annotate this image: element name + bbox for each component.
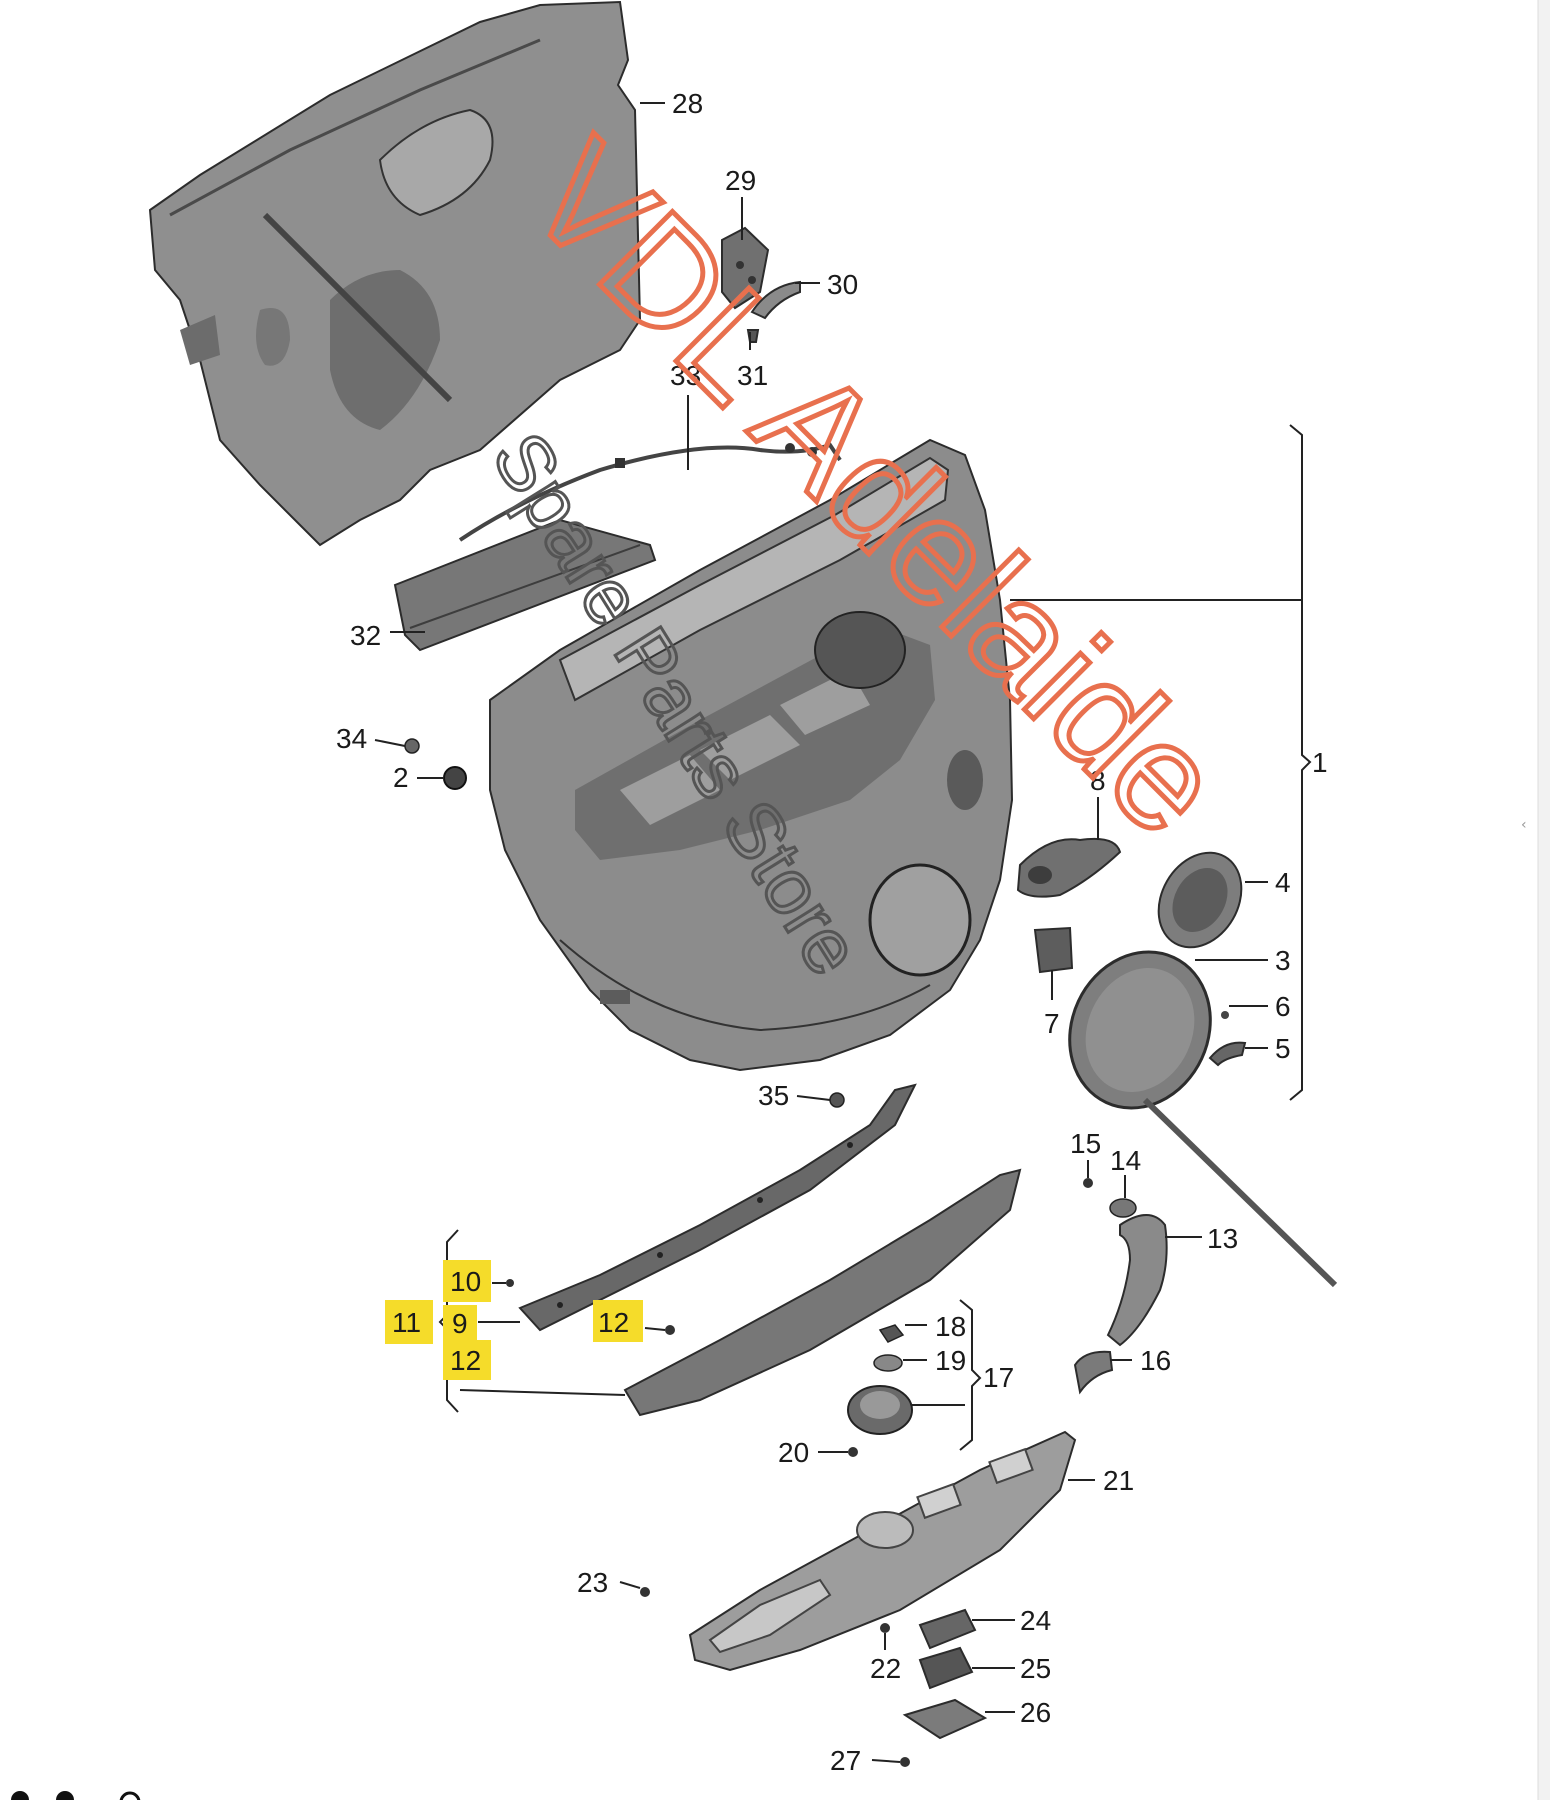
callout-22: 22 (870, 1653, 901, 1684)
callout-19: 19 (935, 1345, 966, 1376)
part-24-switch-bezel (918, 1608, 977, 1650)
callout-11: 11 (392, 1307, 421, 1338)
callout-10: 10 (450, 1266, 481, 1297)
callout-15: 15 (1070, 1128, 1101, 1159)
callout-30: 30 (827, 269, 858, 300)
callout-12-group: 12 (450, 1345, 481, 1376)
part-22-screw (880, 1623, 890, 1633)
part-3-speaker-cover (1068, 950, 1212, 1110)
highlights (385, 1260, 643, 1380)
leader-lines (374, 102, 1312, 1763)
callout-7: 7 (1044, 1008, 1060, 1039)
part-20-screw (848, 1447, 858, 1457)
part-27-screw (900, 1757, 910, 1767)
watermark-stroke-lower (1142, 1097, 1338, 1288)
callout-28: 28 (672, 88, 703, 119)
callout-25: 25 (1020, 1653, 1051, 1684)
callout-3: 3 (1275, 945, 1291, 976)
callout-4: 4 (1275, 867, 1291, 898)
part-14-cap (1109, 1198, 1137, 1218)
part-25-window-switch (918, 1646, 974, 1690)
part-11-armrest-panel (623, 1168, 1022, 1417)
part-35-screw (829, 1092, 845, 1108)
callout-23: 23 (577, 1567, 608, 1598)
callout-24: 24 (1020, 1605, 1051, 1636)
part-8-inner-handle (1016, 837, 1122, 898)
callout-16: 16 (1140, 1345, 1171, 1376)
part-2-fastener (443, 766, 467, 790)
part-17-tweeter (847, 1385, 913, 1435)
callout-13: 13 (1207, 1223, 1238, 1254)
part-23-screw (640, 1587, 650, 1597)
part-12-fastener (665, 1325, 675, 1335)
part-19-ring (873, 1354, 903, 1372)
page-edge-chevron-icon[interactable]: ‹ (1521, 817, 1527, 833)
callout-12-rail: 12 (598, 1307, 629, 1338)
callout-33: 33 (670, 360, 701, 391)
callout-32: 32 (350, 620, 381, 651)
part-33-wiring (458, 442, 842, 542)
part-26-switch-housing (902, 1698, 988, 1740)
callout-labels: 28 29 30 31 33 32 34 2 1 8 4 3 6 5 7 35 … (336, 88, 1328, 1776)
part-34-fastener (404, 738, 420, 754)
callout-26: 26 (1020, 1697, 1051, 1728)
part-28-insulation-panel (148, 0, 642, 547)
callout-9: 9 (452, 1308, 468, 1339)
part-21-switch-panel (688, 1430, 1077, 1672)
part-1-door-trim-panel (489, 438, 1014, 1072)
watermark-stroke-upper (262, 212, 453, 403)
bottom-edge-marks (11, 1791, 141, 1800)
part-15-screw (1083, 1178, 1093, 1188)
callout-1: 1 (1312, 747, 1328, 778)
callout-35: 35 (758, 1080, 789, 1111)
callout-6: 6 (1275, 991, 1291, 1022)
callout-2: 2 (393, 762, 409, 793)
callout-21: 21 (1103, 1465, 1134, 1496)
part-32-trim-strip (393, 518, 657, 652)
callout-8: 8 (1090, 765, 1106, 796)
part-16-end-cap (1073, 1350, 1114, 1395)
callout-29: 29 (725, 165, 756, 196)
part-18-clip (878, 1324, 905, 1343)
part-6-clip (1221, 1011, 1229, 1019)
callout-34: 34 (336, 723, 367, 754)
callout-5: 5 (1275, 1033, 1291, 1064)
part-13-pull-handle (1106, 1214, 1168, 1347)
part-10-fastener (506, 1279, 514, 1287)
part-7-switch (1033, 926, 1074, 974)
page-edge-strip (1538, 0, 1550, 1800)
part-30-trim (750, 280, 801, 320)
callout-17: 17 (983, 1362, 1014, 1393)
callout-27: 27 (830, 1745, 861, 1776)
part-5-clip (1208, 1041, 1247, 1067)
callout-18: 18 (935, 1311, 966, 1342)
callout-20: 20 (778, 1437, 809, 1468)
callout-31: 31 (737, 360, 768, 391)
part-4-speaker-grille (1157, 851, 1243, 949)
part-29-bracket (721, 226, 770, 310)
callout-14: 14 (1110, 1145, 1141, 1176)
